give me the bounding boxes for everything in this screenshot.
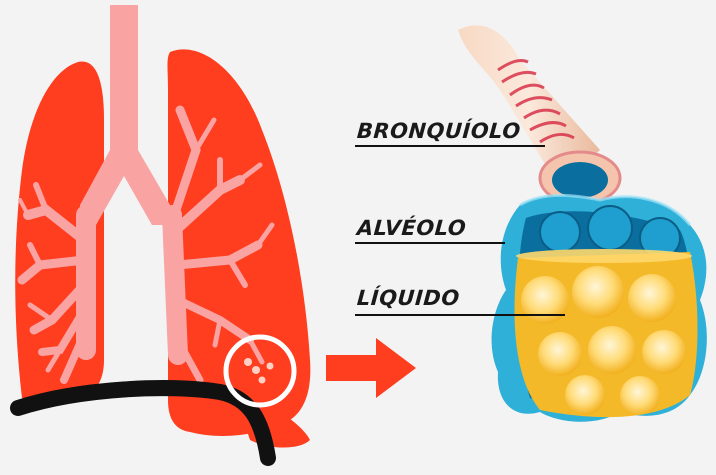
bronchiole-lumen bbox=[552, 162, 608, 198]
bronchiole-label: BRONQUÍOLO bbox=[356, 119, 521, 143]
liquid-label: LÍQUIDO bbox=[356, 286, 460, 310]
alveolus-label: ALVÉOLO bbox=[356, 216, 467, 240]
liquid-surface bbox=[516, 249, 692, 263]
trachea bbox=[110, 5, 138, 155]
